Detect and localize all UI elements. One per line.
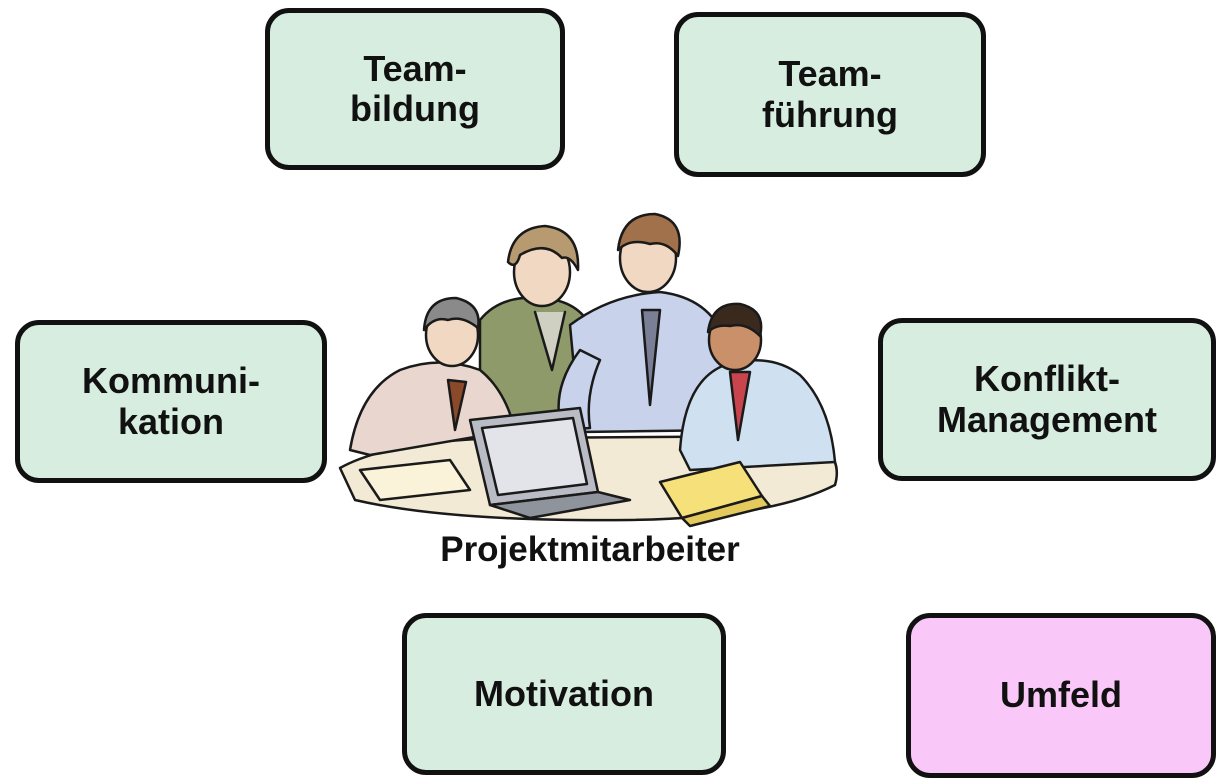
center-label: Projektmitarbeiter xyxy=(440,530,740,569)
motivation-label: Motivation xyxy=(474,672,654,714)
team-meeting-illustration xyxy=(338,212,838,528)
konflikt-line-2: Management xyxy=(936,398,1158,440)
kommunikation-box: Kommuni- kation xyxy=(15,320,327,483)
umfeld-box: Umfeld xyxy=(906,613,1216,778)
teamfuehrung-box: Team- führung xyxy=(674,12,986,177)
teambildung-box: Team- bildung xyxy=(265,8,565,170)
motivation-box: Motivation xyxy=(402,613,726,775)
teambildung-line-2: bildung xyxy=(350,88,480,129)
konflikt-management-box: Konflikt- Management xyxy=(878,318,1216,481)
teambildung-line-1: Team- xyxy=(363,47,467,89)
umfeld-label: Umfeld xyxy=(999,674,1122,716)
teamfuehrung-line-2: führung xyxy=(762,93,898,135)
kommunikation-line-2: kation xyxy=(117,400,224,442)
konflikt-line-1: Konflikt- xyxy=(974,358,1120,400)
teamfuehrung-line-1: Team- xyxy=(778,53,882,95)
kommunikation-line-1: Kommuni- xyxy=(82,360,260,402)
